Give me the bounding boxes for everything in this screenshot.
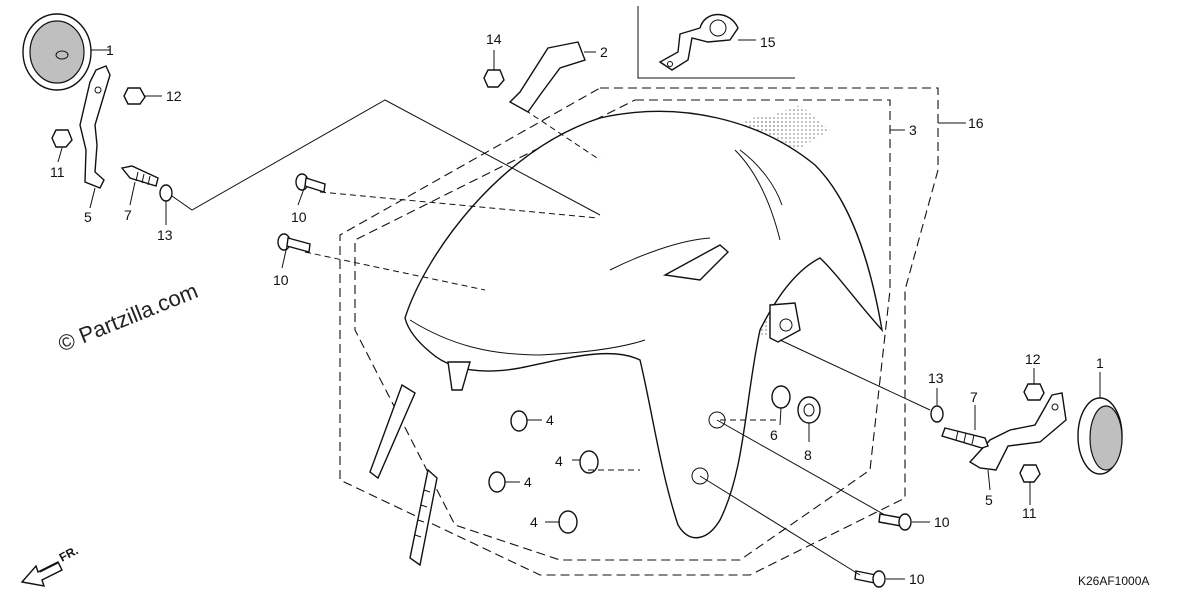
leader-lines — [57, 39, 1101, 580]
callout-2: 2 — [600, 44, 608, 60]
callout-14: 14 — [486, 31, 502, 47]
bracket-2 — [508, 41, 586, 113]
front-arrow-label: FR. — [57, 543, 81, 564]
callout-12-left: 12 — [166, 88, 182, 104]
screw-7-right — [941, 427, 989, 449]
grommet-8 — [797, 396, 821, 424]
bolt-10-c — [878, 513, 912, 531]
callout-12-right: 12 — [1025, 351, 1041, 367]
callout-8: 8 — [804, 447, 812, 463]
washer-13-left — [159, 184, 173, 202]
callout-5-left: 5 — [84, 209, 92, 225]
reflector-bracket-right — [968, 392, 1067, 471]
front-fender — [404, 110, 884, 539]
callout-4-b: 4 — [524, 474, 532, 490]
callout-6: 6 — [770, 427, 778, 443]
callout-11-right: 11 — [1022, 505, 1037, 521]
mounting-guide-lines — [304, 109, 780, 471]
callout-4-a: 4 — [546, 412, 554, 428]
bolt-10-a — [295, 173, 326, 193]
inset-frame-15 — [637, 6, 795, 79]
callout-3: 3 — [909, 122, 917, 138]
callout-1-left: 1 — [106, 42, 114, 58]
callout-4-d: 4 — [530, 514, 538, 530]
bolt-10-b — [277, 233, 311, 253]
nut-11-right — [1019, 464, 1041, 483]
callout-13-right: 13 — [928, 370, 944, 386]
callout-7-left: 7 — [124, 207, 132, 223]
callout-10-d: 10 — [909, 571, 925, 587]
callout-10-b: 10 — [273, 272, 289, 288]
nut-11-left — [51, 129, 73, 148]
callout-11-left: 11 — [50, 164, 65, 180]
partzilla-watermark: © Partzilla.com — [55, 278, 202, 357]
callout-16: 16 — [968, 115, 984, 131]
callout-10-a: 10 — [291, 209, 307, 225]
callout-1-right: 1 — [1096, 355, 1104, 371]
front-direction-arrow: FR. — [20, 543, 81, 587]
callout-7-right: 7 — [970, 389, 978, 405]
nut-12-left — [123, 87, 146, 105]
callout-10-c: 10 — [934, 514, 950, 530]
clip-15 — [658, 13, 739, 71]
assembly-outline-3 — [354, 99, 891, 561]
nut-12-right — [1023, 383, 1045, 401]
reflector-strip-left — [369, 383, 416, 480]
callout-15: 15 — [760, 34, 776, 50]
collar-6 — [771, 385, 791, 409]
callout-5-right: 5 — [985, 492, 993, 508]
grommet-4-b — [488, 471, 506, 493]
diagram-code: K26AF1000A — [1078, 574, 1149, 588]
grommet-4-a — [510, 410, 528, 432]
assembly-outline-16 — [339, 87, 939, 576]
reflector-bracket-left — [79, 65, 111, 189]
grommet-4-c — [579, 450, 599, 474]
grommet-4-d — [558, 510, 578, 534]
washer-13-right — [930, 405, 944, 423]
reflector-left — [22, 13, 92, 91]
callout-labels: 1 12 11 5 7 13 10 10 14 2 15 3 16 4 4 4 … — [50, 31, 1104, 587]
bolt-10-d — [854, 570, 886, 588]
nut-14 — [483, 69, 505, 88]
reflector-right — [1077, 397, 1123, 475]
screw-7-left — [120, 165, 159, 187]
callout-4-c: 4 — [555, 453, 563, 469]
callout-13-left: 13 — [157, 227, 173, 243]
caution-label — [409, 468, 438, 567]
